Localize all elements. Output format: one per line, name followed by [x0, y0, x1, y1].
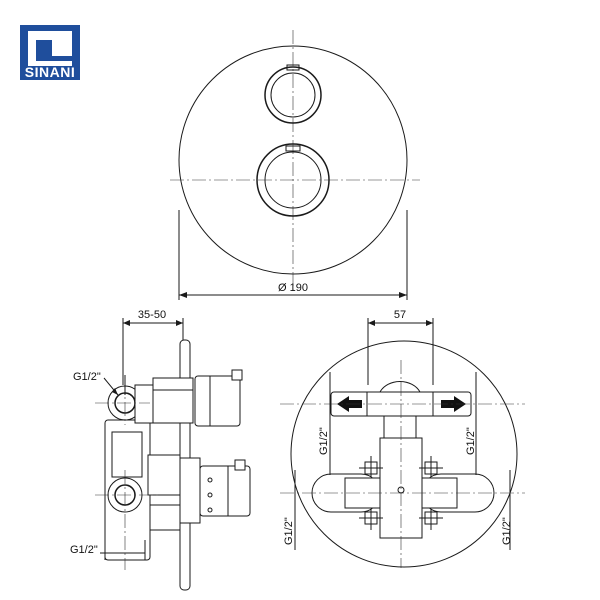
- side-top-thread-label: G1/2": [73, 371, 101, 383]
- diverter-knob: [264, 66, 322, 124]
- plate-diameter-label: Ø 190: [278, 282, 308, 294]
- brand-name: SINANI: [25, 64, 75, 80]
- rear-view: 57: [280, 309, 525, 568]
- brand-logo: SINANI: [20, 25, 80, 80]
- side-bottom-thread-label: G1/2": [70, 544, 98, 556]
- arrow-right-icon: [441, 396, 466, 412]
- bottom-left-thread-label: G1/2": [283, 517, 295, 545]
- bottom-right-thread-label: G1/2": [501, 517, 513, 545]
- rear-right-thread-label: G1/2": [465, 427, 477, 455]
- front-view: Ø 190: [170, 30, 420, 300]
- outlet-spacing-label: 57: [394, 309, 406, 321]
- rear-left-thread-label: G1/2": [318, 427, 330, 455]
- depth-label: 35-50: [138, 309, 166, 321]
- side-view: 35-50: [70, 309, 251, 591]
